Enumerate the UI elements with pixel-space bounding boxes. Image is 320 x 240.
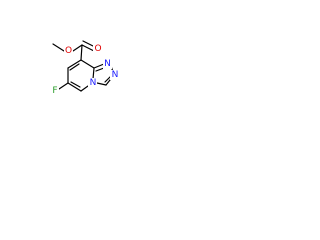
bond-ring6-a-inner bbox=[69, 63, 80, 71]
bond-ring6-e bbox=[92, 67, 95, 80]
bond-ring6-c bbox=[67, 82, 82, 92]
bond-methyl-o bbox=[52, 43, 65, 52]
atom-n-bridge: N bbox=[90, 78, 97, 88]
atom-labels: O O F N N N bbox=[51, 44, 119, 96]
bond-ring5-d bbox=[96, 82, 107, 86]
bond-c-f bbox=[58, 82, 69, 90]
bond-carbonyl-c8 bbox=[80, 44, 83, 61]
atom-o-carbonyl: O bbox=[94, 44, 101, 54]
bond-ring6-c-inner bbox=[70, 81, 81, 88]
bond-ring5-a bbox=[93, 63, 105, 69]
molecule-structure-diagram: O O F N N N bbox=[51, 40, 119, 96]
bond-ring5-a-inner bbox=[95, 67, 105, 72]
atom-o-ester: O bbox=[65, 46, 72, 56]
bond-ring6-d bbox=[80, 85, 89, 92]
atom-n-9: N bbox=[112, 70, 119, 80]
bond-carbonyl-double-1 bbox=[81, 44, 95, 52]
bond-ring6-f bbox=[80, 59, 95, 69]
atom-n-8: N bbox=[104, 59, 111, 69]
bond-ring6-a bbox=[67, 59, 82, 69]
atom-f: F bbox=[52, 86, 57, 96]
bond-o-carbonyl-carbon bbox=[72, 44, 83, 52]
